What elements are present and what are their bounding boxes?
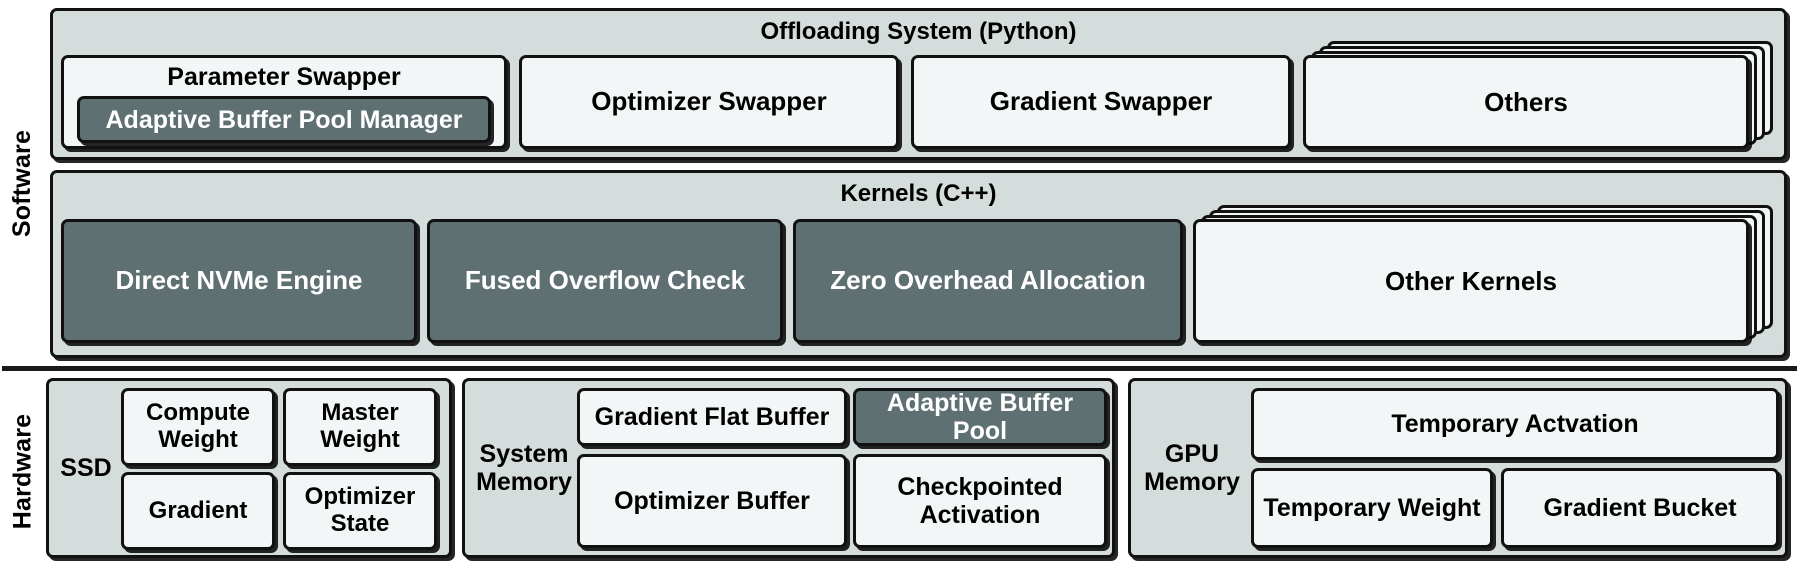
box-checkpointed-activation[interactable]: Checkpointed Activation bbox=[853, 454, 1107, 548]
section-label-software-text: Software bbox=[8, 129, 37, 237]
box-gradient-bucket-label: Gradient Bucket bbox=[1543, 494, 1737, 522]
box-adaptive-buffer-pool-manager[interactable]: Adaptive Buffer Pool Manager bbox=[77, 96, 491, 143]
panel-gpu-memory-label: GPU Memory bbox=[1144, 440, 1240, 496]
box-parameter-swapper-label: Parameter Swapper bbox=[167, 63, 401, 91]
panel-kernels-title: Kernels (C++) bbox=[840, 180, 997, 207]
box-parameter-swapper[interactable]: Parameter Swapper Adaptive Buffer Pool M… bbox=[61, 55, 507, 149]
panel-ssd: SSD Compute Weight Master Weight Gradien… bbox=[46, 378, 452, 558]
box-optimizer-state-label: Optimizer State bbox=[304, 483, 416, 537]
section-label-hardware-text: Hardware bbox=[8, 413, 37, 529]
box-master-weight-label: Master Weight bbox=[320, 399, 400, 453]
box-temporary-activation-label: Temporary Actvation bbox=[1391, 410, 1639, 438]
box-compute-weight-label: Compute Weight bbox=[146, 399, 250, 453]
box-compute-weight[interactable]: Compute Weight bbox=[121, 388, 275, 466]
box-other-kernels[interactable]: Other Kernels bbox=[1193, 219, 1749, 343]
box-gradient-swapper-label: Gradient Swapper bbox=[989, 86, 1213, 117]
box-gradient-label: Gradient bbox=[148, 496, 248, 524]
box-master-weight[interactable]: Master Weight bbox=[283, 388, 437, 466]
box-direct-nvme-engine[interactable]: Direct NVMe Engine bbox=[61, 219, 417, 343]
panel-kernels: Kernels (C++) Direct NVMe Engine Fused O… bbox=[50, 170, 1787, 358]
box-optimizer-swapper-label: Optimizer Swapper bbox=[591, 86, 827, 117]
box-optimizer-swapper[interactable]: Optimizer Swapper bbox=[519, 55, 899, 149]
software-hardware-divider bbox=[2, 366, 1797, 371]
box-adaptive-buffer-pool[interactable]: Adaptive Buffer Pool bbox=[853, 388, 1107, 446]
box-optimizer-buffer[interactable]: Optimizer Buffer bbox=[577, 454, 847, 548]
box-others-label: Others bbox=[1484, 86, 1568, 117]
box-adaptive-buffer-pool-manager-label: Adaptive Buffer Pool Manager bbox=[105, 105, 463, 134]
box-temporary-weight[interactable]: Temporary Weight bbox=[1251, 468, 1493, 548]
box-gradient-flat-buffer-label: Gradient Flat Buffer bbox=[594, 403, 830, 431]
box-zero-overhead-allocation-label: Zero Overhead Allocation bbox=[830, 265, 1146, 296]
box-fused-overflow-check-label: Fused Overflow Check bbox=[464, 265, 746, 296]
box-adaptive-buffer-pool-label: Adaptive Buffer Pool bbox=[886, 389, 1074, 445]
box-other-kernels-label: Other Kernels bbox=[1385, 265, 1557, 296]
box-others-stack[interactable]: Others bbox=[1303, 41, 1773, 151]
section-label-software: Software bbox=[0, 8, 46, 358]
box-gradient-flat-buffer[interactable]: Gradient Flat Buffer bbox=[577, 388, 847, 446]
section-label-hardware: Hardware bbox=[0, 378, 46, 564]
box-fused-overflow-check[interactable]: Fused Overflow Check bbox=[427, 219, 783, 343]
panel-offloading-system-title: Offloading System (Python) bbox=[760, 18, 1077, 45]
box-optimizer-buffer-label: Optimizer Buffer bbox=[614, 487, 810, 515]
box-gradient-bucket[interactable]: Gradient Bucket bbox=[1501, 468, 1779, 548]
box-other-kernels-stack[interactable]: Other Kernels bbox=[1193, 205, 1773, 345]
panel-system-memory-label: System Memory bbox=[476, 440, 572, 496]
box-zero-overhead-allocation[interactable]: Zero Overhead Allocation bbox=[793, 219, 1183, 343]
panel-ssd-label: SSD bbox=[60, 454, 112, 482]
box-others[interactable]: Others bbox=[1303, 55, 1749, 149]
box-temporary-activation[interactable]: Temporary Actvation bbox=[1251, 388, 1779, 460]
box-temporary-weight-label: Temporary Weight bbox=[1263, 494, 1481, 522]
box-direct-nvme-engine-label: Direct NVMe Engine bbox=[115, 265, 363, 296]
box-checkpointed-activation-label: Checkpointed Activation bbox=[897, 473, 1063, 529]
panel-gpu-memory: GPU Memory Temporary Actvation Temporary… bbox=[1128, 378, 1788, 558]
panel-offloading-system: Offloading System (Python) Parameter Swa… bbox=[50, 8, 1787, 160]
box-gradient-swapper[interactable]: Gradient Swapper bbox=[911, 55, 1291, 149]
box-optimizer-state[interactable]: Optimizer State bbox=[283, 472, 437, 550]
box-gradient[interactable]: Gradient bbox=[121, 472, 275, 550]
panel-system-memory: System Memory Gradient Flat Buffer Adapt… bbox=[462, 378, 1115, 558]
